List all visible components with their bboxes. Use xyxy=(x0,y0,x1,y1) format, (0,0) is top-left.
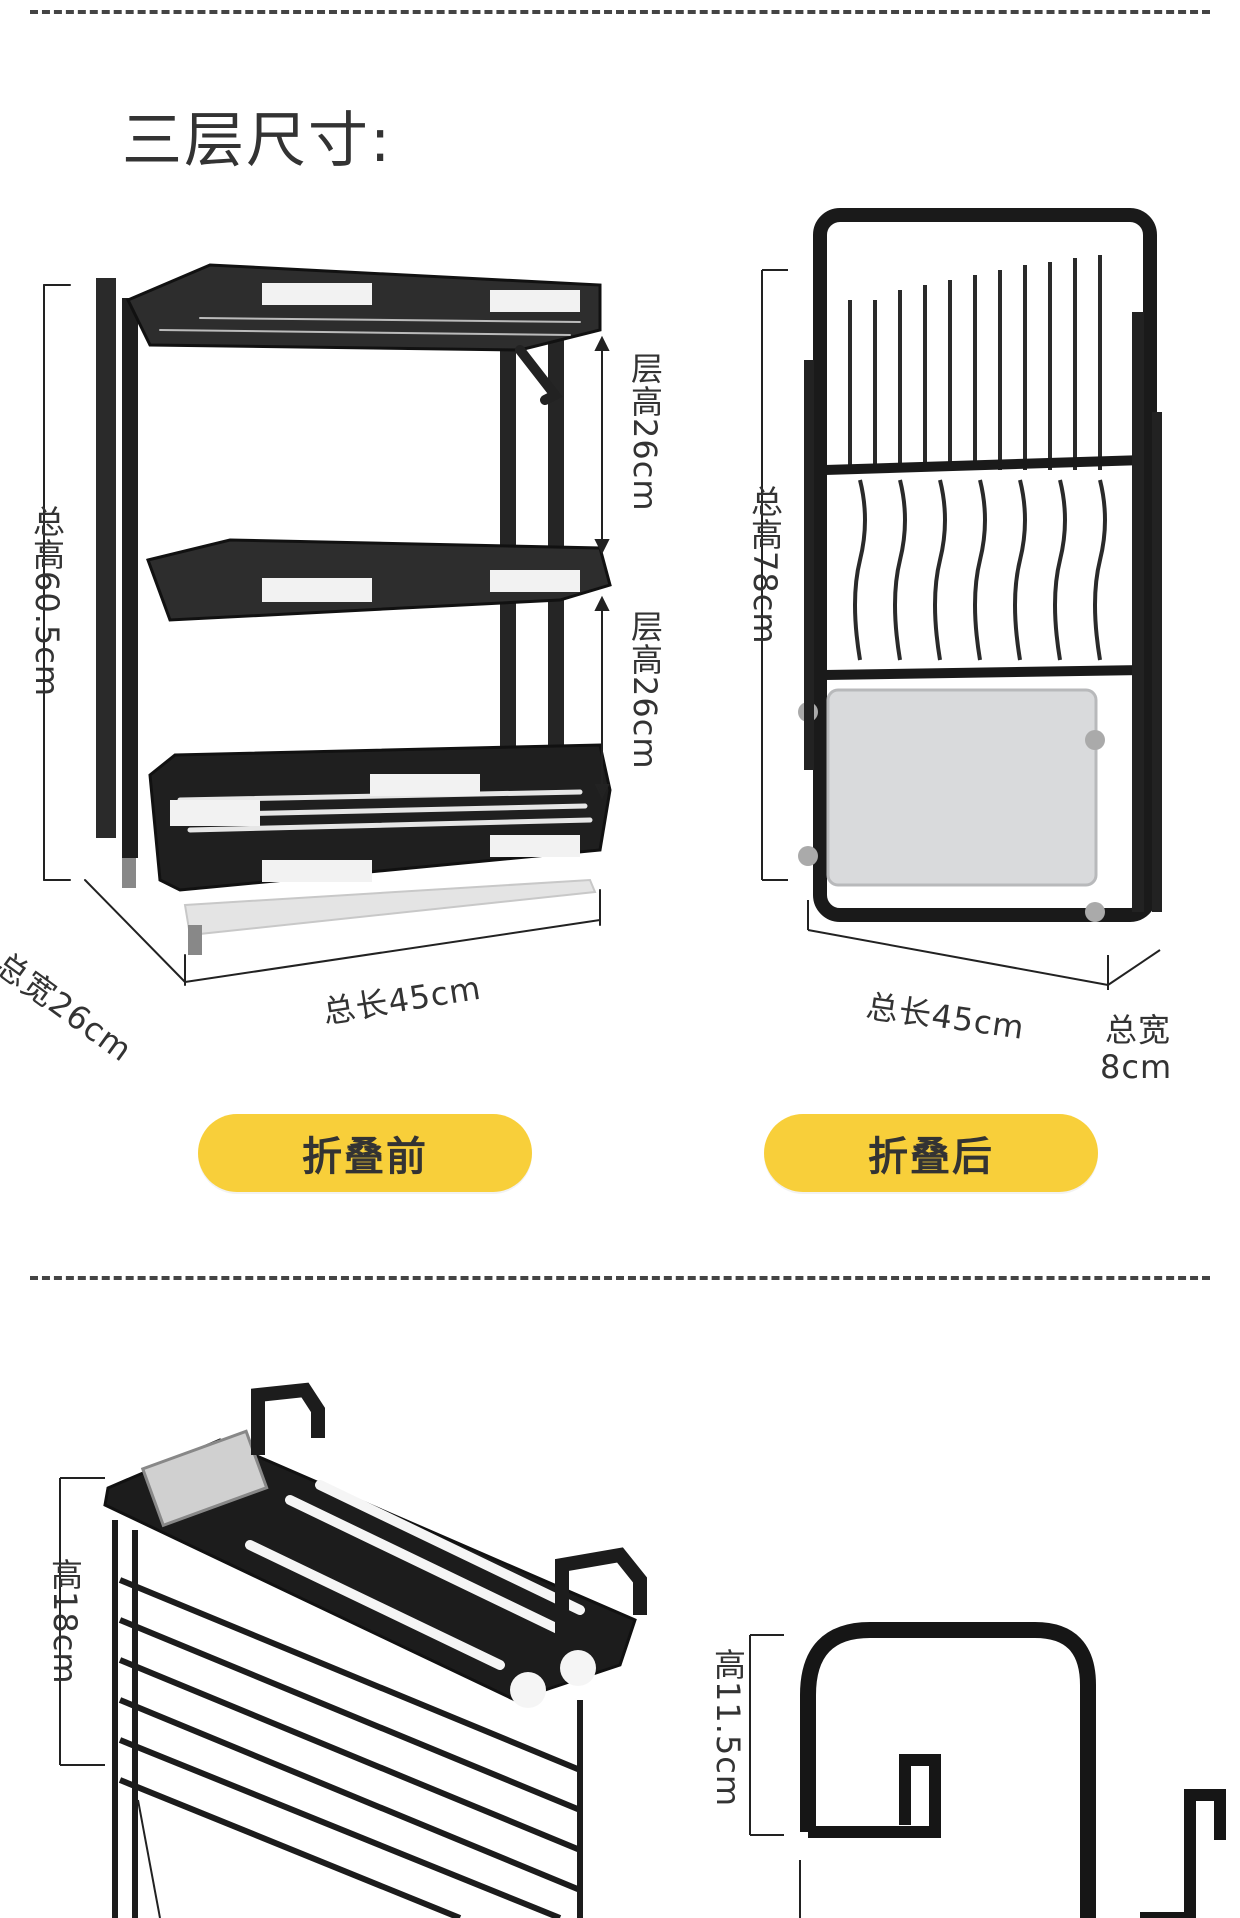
section-title: 三层尺寸: xyxy=(122,106,393,176)
left-layer-height-top-label: 层高26cm xyxy=(626,352,664,512)
before-folding-badge: 折叠前 xyxy=(198,1114,532,1192)
three-tier-rack-image xyxy=(43,263,612,986)
folded-rack-image xyxy=(761,208,1162,990)
dashed-divider-middle xyxy=(30,1276,1210,1280)
hook-image xyxy=(749,1622,1226,1918)
knife-holder-height-label: 高18cm xyxy=(46,1558,84,1685)
after-folding-badge: 折叠后 xyxy=(764,1114,1098,1192)
right-total-width-label-line2: 8cm xyxy=(1100,1048,1173,1086)
right-total-height-label: 总高78cm xyxy=(746,485,784,645)
left-total-height-label: 总高60.5cm xyxy=(28,505,66,698)
dashed-divider-top xyxy=(30,10,1210,14)
right-total-width-label-line1: 总宽 xyxy=(1105,1011,1172,1049)
knife-holder-image xyxy=(59,1382,647,1918)
left-layer-height-bottom-label: 层高26cm xyxy=(626,610,664,770)
hook-height-label: 高11.5cm xyxy=(709,1648,747,1808)
